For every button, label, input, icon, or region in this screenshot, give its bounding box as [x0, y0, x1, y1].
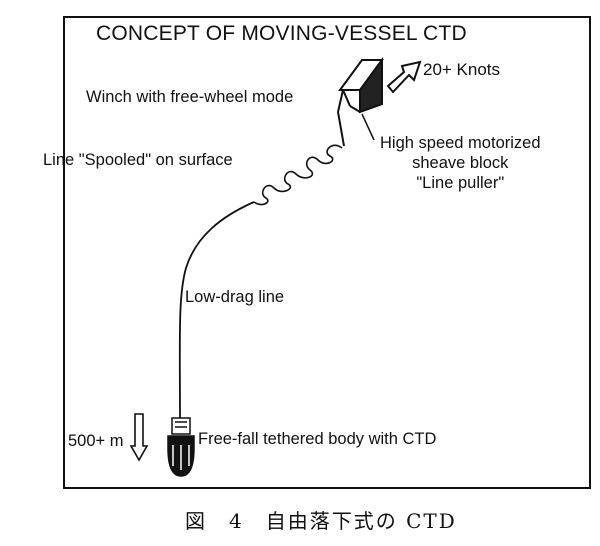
winch-icon	[337, 56, 384, 147]
sheave-label-line-3: "Line puller"	[416, 174, 505, 192]
low-drag-line-label: Low-drag line	[185, 288, 285, 306]
diagram-frame	[63, 16, 591, 489]
tethered-body-label: Free-fall tethered body with CTD	[198, 430, 437, 448]
low-drag-line	[178, 201, 255, 421]
sheave-label-line-2: sheave block	[412, 154, 509, 172]
sheave-block-label: High speed motorized sheave block "Line …	[380, 133, 541, 193]
direction-arrow-icon	[386, 60, 422, 94]
spooled-line-coils	[253, 144, 343, 206]
tethered-body-icon	[167, 417, 195, 477]
winch-label: Winch with free-wheel mode	[86, 88, 294, 106]
figure-caption: 図 4 自由落下式の CTD	[185, 509, 457, 533]
sheave-label-line-1: High speed motorized	[380, 134, 541, 152]
depth-label: 500+ m	[68, 432, 124, 450]
sheave-leader-line	[361, 113, 375, 141]
diagram-title: CONCEPT OF MOVING-VESSEL CTD	[96, 22, 467, 45]
spooled-line-label: Line "Spooled" on surface	[43, 151, 233, 169]
speed-label: 20+ Knots	[423, 60, 501, 79]
depth-arrow-icon	[129, 413, 149, 462]
